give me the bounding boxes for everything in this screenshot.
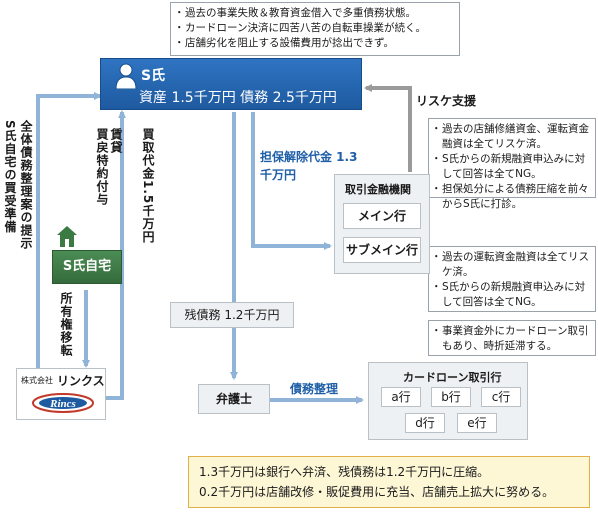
sub-bank-note: 過去の運転資金融資は全てリスケ済。 S氏からの新規融資申込みに対して回答は全てN… [428, 246, 596, 312]
main-note-line: 過去の店舗修繕資金、運転資金融資は全てリスケ済。 [431, 122, 590, 152]
bank-c: c行 [481, 387, 521, 407]
card-note-line: 事業資金外にカードローン取引もあり、時折延滞する。 [431, 324, 590, 354]
vlabel-ownership: 所有権移転 [59, 292, 73, 357]
s-shi-name: S氏 [141, 68, 166, 84]
remaining-debt-box: 残債務 1.2千万円 [170, 302, 294, 328]
s-shi-box: S氏 資産 1.5千万円 債務 2.5千万円 [100, 58, 362, 110]
bank-d: d行 [405, 413, 445, 433]
vlabel-lease: 賃貸 [109, 128, 123, 154]
summary-line: 1.3千万円は銀行へ弁済、残債務は1.2千万円に圧縮。 [199, 465, 490, 479]
top-note: 過去の事業失敗＆教育資金借入で多重債務状態。 カードローン決済に四苦八苦の自転車… [170, 2, 460, 56]
bank-group-title: 取引金融機関 [345, 183, 411, 196]
bank-b: b行 [431, 387, 471, 407]
debt-arrangement-label: 債務整理 [290, 382, 339, 396]
vlabel-buy-prep: S氏自宅の買受準備 [3, 120, 17, 234]
vlabel-plan: 全体債務整理案の提示 [19, 120, 33, 250]
vlabel-price: 買取代金1.5千万円 [141, 128, 155, 244]
card-loan-title: カードローン取引行 [403, 371, 502, 384]
top-note-line: 店舗劣化を阻止する設備費用が捻出できず。 [174, 36, 453, 51]
company-box: 株式会社 リンクス Rincs [16, 368, 106, 420]
company-name: リンクス [57, 374, 105, 388]
sub-note-line: S氏からの新規融資申込みに対して回答は全てNG。 [431, 280, 590, 310]
top-note-line: カードローン決済に四苦八苦の自転車操業が続く。 [174, 21, 453, 36]
main-note-line: 担保処分による債務圧縮を前々からS氏に打診。 [431, 182, 590, 212]
card-loan-group: カードローン取引行 a行 b行 c行 d行 e行 [368, 362, 528, 440]
s-home-box: S氏自宅 [52, 250, 122, 284]
sub-note-line: 過去の運転資金融資は全てリスケ済。 [431, 250, 590, 280]
person-icon [115, 63, 137, 90]
risuke-label: リスケ支援 [416, 94, 477, 108]
arrow-plan-to-s [36, 92, 102, 372]
svg-text:Rincs: Rincs [49, 398, 76, 410]
arrow-risuke [364, 84, 412, 172]
vlabel-buyback: 買戻特約付与 [95, 128, 109, 206]
bank-group: 取引金融機関 メイン行 サブメイン行 [334, 174, 430, 274]
collateral-label: 担保解除代金 1.3千万円 [260, 150, 358, 182]
card-loan-note: 事業資金外にカードローン取引もあり、時折延滞する。 [428, 320, 596, 356]
bank-a: a行 [381, 387, 421, 407]
rincs-logo: Rincs [31, 391, 95, 415]
s-shi-assets: 資産 1.5千万円 債務 2.5千万円 [139, 90, 337, 106]
lawyer-box: 弁護士 [198, 384, 270, 414]
main-bank-note: 過去の店舗修繕資金、運転資金融資は全てリスケ済。 S氏からの新規融資申込みに対し… [428, 118, 596, 210]
bank-e: e行 [457, 413, 497, 433]
main-bank: メイン行 [343, 203, 421, 229]
top-note-line: 過去の事業失敗＆教育資金借入で多重債務状態。 [174, 6, 453, 21]
sub-main-bank: サブメイン行 [343, 237, 421, 263]
arrow-collateral-to-bank [251, 112, 332, 250]
bottom-summary: 1.3千万円は銀行へ弁済、残債務は1.2千万円に圧縮。 0.2千万円は店舗改修・… [188, 456, 590, 508]
main-note-line: S氏からの新規融資申込みに対して回答は全てNG。 [431, 152, 590, 182]
house-icon [56, 224, 78, 248]
summary-line: 0.2千万円は店舗改修・販促費用に充当、店舗売上拡大に努める。 [199, 485, 555, 499]
company-prefix: 株式会社 [21, 376, 53, 385]
